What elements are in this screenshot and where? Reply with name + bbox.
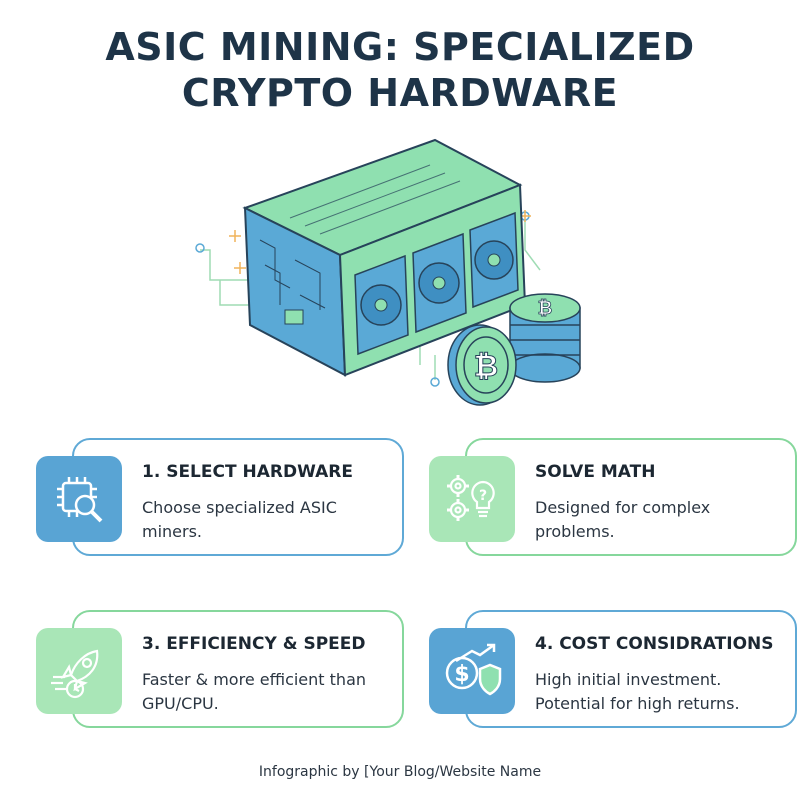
card-solve-math: ? SOLVE MATH Designed for complex proble… xyxy=(429,438,797,556)
card-title: 3. EFFICIENCY & SPEED xyxy=(142,634,366,654)
card-title: 1. SELECT HARDWARE xyxy=(142,462,353,482)
gears-lightbulb-icon: ? xyxy=(429,456,515,542)
footer-credit: Infographic by [Your Blog/Website Name xyxy=(258,764,542,780)
title-line-1: ASIC MINING: SPECIALIZED xyxy=(105,25,695,69)
bitcoin-coin-stack: ₿ xyxy=(509,293,581,383)
fan-icon xyxy=(354,254,409,356)
rocket-clock-icon xyxy=(36,628,122,714)
title-line-2: CRYPTO HARDWARE xyxy=(181,71,619,115)
chip-magnifier-icon xyxy=(36,456,122,542)
card-efficiency-speed: 3. EFFICIENCY & SPEED Faster & more effi… xyxy=(36,610,404,728)
page-title: ASIC MINING: SPECIALIZED CRYPTO HARDWARE xyxy=(0,24,800,116)
dollar-shield-icon: $ xyxy=(429,628,515,714)
fan-icon xyxy=(469,211,519,309)
svg-text:?: ? xyxy=(479,488,487,504)
card-title: 4. COST CONSIDRATIONS xyxy=(535,634,774,654)
svg-text:$: $ xyxy=(454,662,469,687)
card-title: SOLVE MATH xyxy=(535,462,656,482)
svg-text:₿: ₿ xyxy=(474,349,498,384)
card-select-hardware: 1. SELECT HARDWARE Choose specialized AS… xyxy=(36,438,404,556)
asic-miner-illustration: ₿ ₿ xyxy=(195,138,581,406)
bitcoin-coin-icon: ₿ xyxy=(447,324,517,406)
card-text: High initial investment. Potential for h… xyxy=(535,670,740,713)
card-text: Faster & more efficient than GPU/CPU. xyxy=(142,670,367,713)
fan-icon xyxy=(412,232,467,334)
circuit-traces xyxy=(200,220,541,380)
card-cost-considerations: $ 4. COST CONSIDRATIONS High initial inv… xyxy=(429,610,797,728)
svg-text:₿: ₿ xyxy=(538,298,553,319)
card-text: Designed for complex problems. xyxy=(535,498,711,541)
card-text: Choose specialized ASIC miners. xyxy=(142,498,337,541)
